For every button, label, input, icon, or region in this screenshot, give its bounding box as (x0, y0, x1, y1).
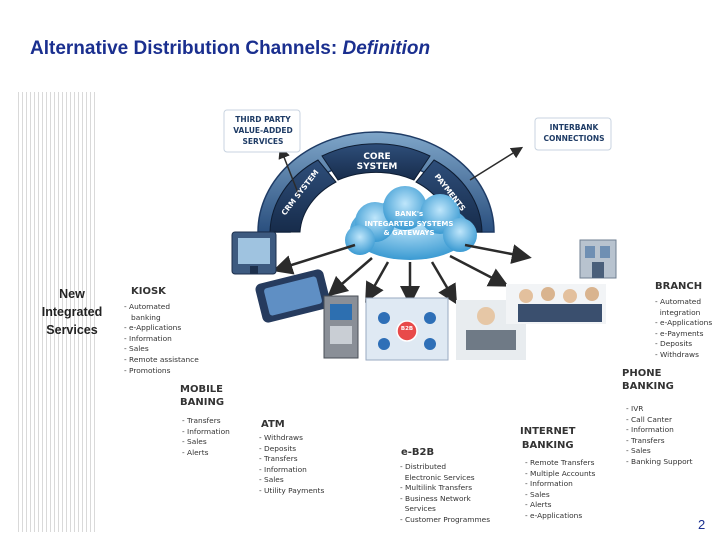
interbank-line-2: CONNECTIONS (543, 134, 605, 143)
page-number: 2 (698, 517, 706, 532)
third-party-line-3: SERVICES (242, 137, 284, 146)
phone-title: PHONE BANKING (622, 368, 674, 392)
phone-items: - IVR - Call Canter - Information - Tran… (626, 404, 693, 466)
internet-items: - Remote Transfers - Multiple Accounts -… (525, 458, 596, 520)
phone-banking-image (506, 284, 606, 324)
title-italic: Definition (342, 38, 431, 59)
new-integrated-services-label: New Integrated Services (41, 287, 103, 337)
eb2b-title: e-B2B (401, 447, 435, 458)
title-main: Alternative Distribution Channels: (30, 38, 343, 59)
atm-items: - Withdraws - Deposits - Transfers - Inf… (259, 433, 325, 495)
interbank-label: INTERBANK CONNECTIONS (538, 122, 610, 144)
mobile-items: - Transfers - Information - Sales - Aler… (182, 416, 230, 457)
decorative-stripes (18, 92, 98, 532)
third-party-line-2: VALUE-ADDED (233, 126, 293, 135)
kiosk-items: - Automated banking - e-Applications - I… (124, 302, 199, 375)
kiosk-image (231, 231, 277, 275)
page-title: Alternative Distribution Channels: Defin… (30, 38, 430, 60)
mobile-title: MOBILE BANING (180, 384, 225, 408)
core-system-label: CORE SYSTEM (356, 152, 398, 172)
b2b-badge: B2B (400, 326, 414, 332)
arrow-phone (449, 254, 509, 287)
cloud-line-1: BANK's (394, 210, 424, 218)
atm-title: ATM (261, 419, 285, 430)
interbank-line-1: INTERBANK (549, 123, 599, 132)
branch-image (579, 239, 617, 279)
arrow-kiosk (272, 243, 356, 275)
arch-band-core (321, 143, 431, 181)
cloud-line-3: & GATEWAYS (383, 229, 435, 237)
arch-band-payments (415, 159, 483, 233)
third-party-label: THIRD PARTY VALUE-ADDED SERVICES (228, 114, 298, 147)
mobile-banking-image (255, 269, 331, 323)
eb2b-items: - Distributed Electronic Services - Mult… (400, 462, 491, 524)
third-party-box (223, 109, 301, 153)
kiosk-title: KIOSK (131, 286, 166, 297)
internet-title: INTERNET BANKING (520, 426, 576, 451)
arrow-mobile (327, 257, 373, 297)
cloud-line-2: INTEGARTED SYSTEMS (364, 219, 454, 228)
eb2b-image (365, 297, 449, 361)
branch-items: - Automated integration - e-Applications… (655, 297, 713, 359)
cloud-label: BANK's INTEGARTED SYSTEMS & GATEWAYS (355, 210, 463, 239)
arch-band-crm (269, 159, 337, 233)
third-party-line-1: THIRD PARTY (235, 115, 291, 124)
atm-image (323, 295, 359, 359)
arrow-branch (464, 243, 532, 264)
branch-title: BRANCH (655, 281, 703, 292)
arrow-internet (430, 261, 458, 305)
interbank-box (534, 117, 612, 151)
arrow-interbank (469, 146, 524, 181)
arrow-third-party (278, 146, 301, 199)
arrow-atm (365, 261, 390, 303)
cloud-shape (345, 186, 477, 260)
